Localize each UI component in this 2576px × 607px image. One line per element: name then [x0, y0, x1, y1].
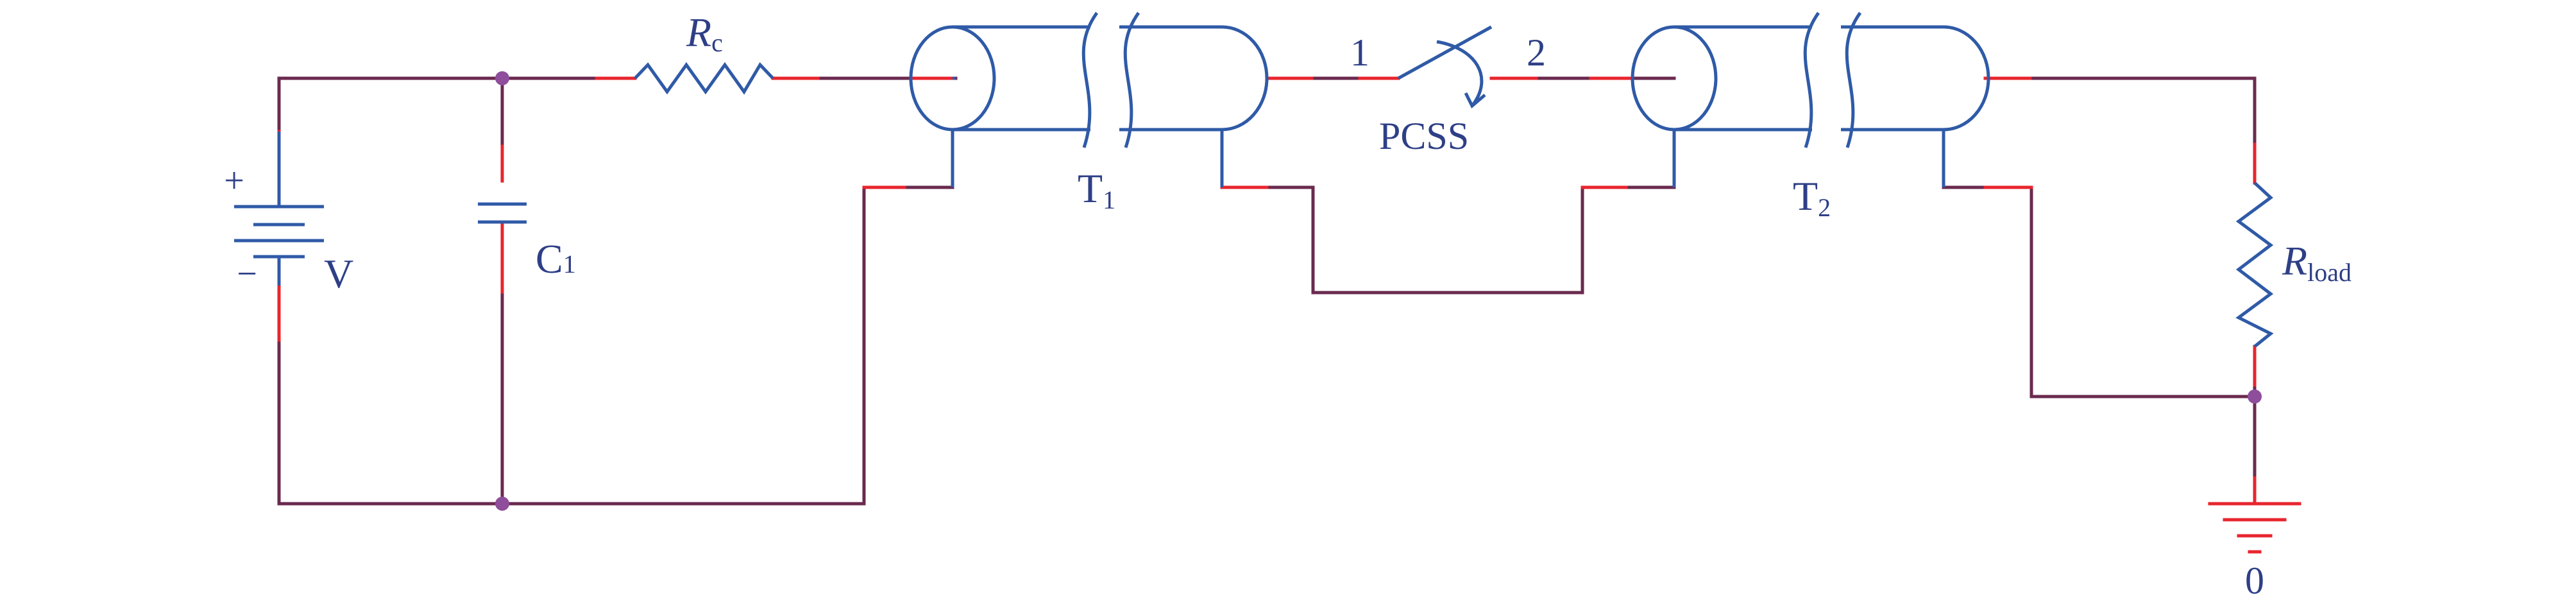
lead-segments — [277, 76, 2257, 506]
node-top-left — [495, 71, 509, 85]
transmission-line-t1-label: T1 — [1078, 166, 1115, 214]
wire-bottom-rail — [277, 185, 954, 506]
transmission-line-t2-label: T2 — [1793, 173, 1831, 222]
battery-minus-label: − — [237, 254, 257, 294]
resistor-rload-label: Rload — [2282, 238, 2351, 287]
battery-v — [234, 132, 324, 286]
battery-plus-label: + — [224, 161, 244, 201]
battery-v-label: V — [324, 251, 353, 296]
wire-t1-t2-shield — [1220, 185, 1676, 295]
wire-t2-to-rload — [1983, 76, 2257, 185]
ground-label: 0 — [2245, 560, 2264, 602]
pcss-label: PCSS — [1379, 115, 1469, 157]
nodes — [495, 71, 2262, 511]
node-2-label: 2 — [1527, 31, 1546, 74]
ground-symbol — [2208, 502, 2301, 554]
transmission-line-t2 — [1631, 12, 1990, 187]
capacitor-c1 — [478, 202, 527, 224]
resistor-rload — [2235, 182, 2274, 348]
capacitor-c1-label: C1 — [536, 236, 576, 282]
transmission-line-t1 — [909, 12, 1269, 187]
resistor-rc — [634, 62, 774, 95]
wire-t2-shield-return — [1942, 185, 2257, 398]
pcss-switch — [1397, 25, 1493, 108]
node-rload-bottom — [2248, 389, 2262, 404]
node-bottom-left — [495, 497, 509, 511]
wire-top-left — [277, 76, 598, 172]
node-1-label: 1 — [1350, 31, 1369, 74]
resistor-rc-label: Rc — [686, 10, 723, 57]
wires — [277, 76, 2257, 506]
